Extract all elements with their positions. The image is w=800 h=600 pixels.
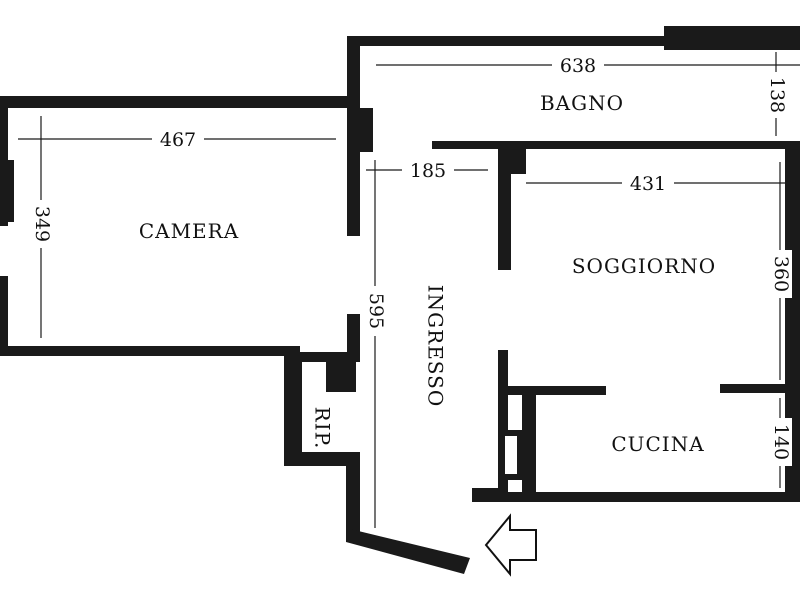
dim-bg-349 (30, 200, 52, 248)
cucina-top-wall-right (720, 384, 800, 393)
room-label-soggiorno: SOGGIORNO (572, 254, 716, 278)
dim-bg-138 (763, 72, 789, 118)
cucina-bottom-wall (498, 492, 800, 502)
bagno-top-thick-wall (664, 26, 800, 50)
soggiorno-pillar (498, 146, 526, 174)
room-label-camera: CAMERA (139, 219, 239, 243)
dim-bg-638 (552, 54, 604, 76)
camera-bottom-wall (0, 346, 300, 356)
ingresso-left-wall-lower (346, 452, 360, 538)
dim-label-soggiorno-depth: 360 (770, 256, 792, 292)
dim-label-camera-width: 467 (160, 129, 196, 151)
bagno-pillar (349, 108, 373, 152)
camera-right-wall-stub (347, 314, 360, 356)
dim-label-ingresso-width: 185 (410, 160, 446, 182)
ingresso-bottom-wall (346, 528, 470, 574)
dim-label-cucina-depth: 140 (770, 424, 792, 460)
walls (0, 26, 800, 574)
soggiorno-right-wall (785, 141, 800, 501)
cucina-niche-inner (505, 436, 517, 474)
dim-bg-595 (364, 286, 386, 336)
room-label-ingresso: INGRESSO (424, 285, 448, 407)
room-label-cucina: CUCINA (611, 432, 704, 456)
camera-left-wall-lower (0, 276, 8, 356)
dim-label-bagno-width: 638 (560, 55, 596, 77)
room-label-ripostiglio: RIP. (311, 407, 335, 450)
cucina-top-wall-left (498, 386, 606, 395)
cucina-inner-wall (522, 395, 536, 495)
bagno-left-wall (347, 36, 360, 108)
dim-bg-185 (402, 159, 454, 181)
rip-left-wall (284, 352, 302, 466)
dim-label-bagno-depth: 138 (766, 77, 788, 113)
cucina-left-wall (498, 350, 508, 500)
camera-window-jamb (8, 160, 14, 222)
dim-bg-360 (768, 250, 792, 298)
dim-bg-140 (768, 418, 792, 466)
rip-right-block (326, 352, 356, 392)
dim-label-camera-depth: 349 (31, 206, 53, 242)
dim-bg-467 (152, 128, 204, 150)
rip-top-wall (284, 352, 360, 362)
camera-top-wall (0, 96, 360, 108)
room-label-bagno: BAGNO (540, 91, 624, 115)
entrance-jamb (472, 488, 502, 502)
bagno-bottom-wall (432, 141, 800, 149)
entrance-arrow-icon (484, 513, 537, 577)
dim-label-soggiorno-width: 431 (630, 173, 666, 195)
dim-bg-431 (622, 172, 674, 194)
bagno-top-wall (347, 36, 800, 46)
dim-label-ingresso-length: 595 (365, 293, 387, 329)
soggiorno-left-wall (498, 146, 511, 270)
camera-left-wall-upper (0, 96, 8, 226)
dimension-lines (18, 52, 800, 528)
rip-bottom-wall (284, 452, 360, 466)
